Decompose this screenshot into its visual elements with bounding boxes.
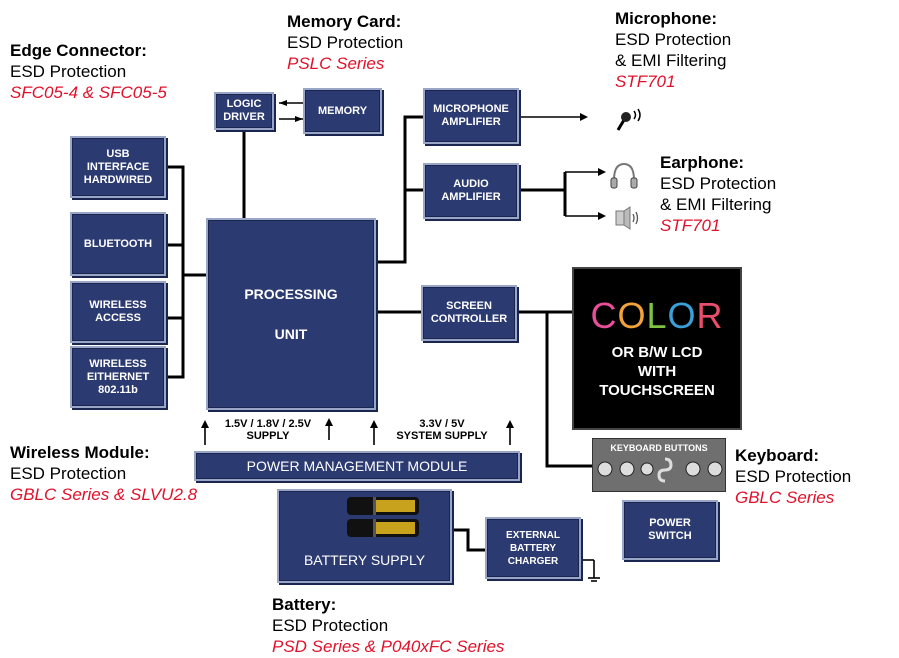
wireless-module-series: GBLC Series & SLVU2.8 — [10, 485, 198, 504]
wireless-module-annotation: Wireless Module: ESD Protection GBLC Ser… — [10, 442, 197, 505]
keyboard-panel: KEYBOARD BUTTONS — [592, 438, 726, 492]
system-supply-label: 3.3V / 5V SYSTEM SUPPLY — [378, 418, 506, 442]
color-letter-1: O — [617, 295, 647, 336]
processing-label: PROCESSING — [244, 286, 338, 302]
external-charger-block: EXTERNAL BATTERY CHARGER — [485, 517, 581, 579]
microphone-annotation: Microphone: ESD Protection & EMI Filteri… — [615, 8, 731, 92]
lcd-line-1: OR B/W LCD — [611, 344, 703, 361]
memory-card-protection: ESD Protection — [287, 33, 404, 52]
color-letter-2: L — [646, 295, 668, 336]
wireless-ethernet-block: WIRELESS EITHERNET 802.11b — [70, 346, 166, 408]
color-letter-4: R — [696, 295, 724, 336]
memory-block: MEMORY — [303, 88, 382, 134]
logic-driver-block: LOGIC DRIVER — [214, 92, 274, 130]
lcd-display: COLOR OR B/W LCD WITH TOUCHSCREEN — [572, 267, 742, 430]
microphone-amplifier-block: MICROPHONE AMPLIFIER — [423, 88, 519, 144]
wireless-access-block: WIRELESS ACCESS — [70, 281, 166, 343]
usb-interface-label: USB INTERFACE HARDWIRED — [83, 147, 153, 186]
earphone-filtering: & EMI Filtering — [660, 195, 772, 214]
bluetooth-block: BLUETOOTH — [70, 212, 166, 276]
keyboard-title: Keyboard: — [735, 446, 820, 465]
edge-connector-protection: ESD Protection — [10, 62, 127, 81]
battery-title: Battery: — [272, 595, 337, 614]
earphone-series: STF701 — [660, 216, 721, 235]
audio-amplifier-label: AUDIO AMPLIFIER — [441, 178, 501, 203]
memory-card-series: PSLC Series — [287, 54, 385, 73]
microphone-title: Microphone: — [615, 9, 717, 28]
color-letter-3: O — [667, 295, 697, 336]
earphone-annotation: Earphone: ESD Protection & EMI Filtering… — [660, 152, 776, 236]
earphone-title: Earphone: — [660, 153, 745, 172]
screen-controller-block: SCREEN CONTROLLER — [421, 285, 517, 341]
memory-label: MEMORY — [317, 104, 368, 117]
memory-card-title: Memory Card: — [287, 12, 402, 31]
battery-protection: ESD Protection — [272, 616, 389, 635]
low-voltage-values: 1.5V / 1.8V / 2.5V — [224, 418, 312, 430]
audio-amplifier-block: AUDIO AMPLIFIER — [423, 163, 519, 219]
headphones-icon — [610, 162, 638, 189]
microphone-series: STF701 — [615, 72, 676, 91]
keyboard-buttons-label: KEYBOARD BUTTONS — [610, 443, 708, 453]
power-switch-label: POWER SWITCH — [648, 517, 692, 542]
memory-card-annotation: Memory Card: ESD Protection PSLC Series — [287, 11, 403, 74]
keyboard-protection: ESD Protection — [735, 467, 852, 486]
wireless-ethernet-label: WIRELESS EITHERNET 802.11b — [86, 357, 150, 396]
bluetooth-label: BLUETOOTH — [83, 237, 153, 250]
keyboard-series: GBLC Series — [735, 488, 835, 507]
microphone-filtering: & EMI Filtering — [615, 51, 727, 70]
unit-label: UNIT — [274, 326, 308, 342]
keyboard-annotation: Keyboard: ESD Protection GBLC Series — [735, 445, 851, 508]
wireless-module-protection: ESD Protection — [10, 464, 127, 483]
microphone-amplifier-label: MICROPHONE AMPLIFIER — [433, 103, 509, 128]
low-voltage-supply-label: 1.5V / 1.8V / 2.5V SUPPLY — [212, 418, 324, 442]
power-management-label: POWER MANAGEMENT MODULE — [246, 457, 468, 474]
edge-connector-series: SFC05-4 & SFC05-5 — [10, 83, 167, 102]
external-charger-label: EXTERNAL BATTERY CHARGER — [506, 529, 560, 567]
usb-interface-block: USB INTERFACE HARDWIRED — [70, 136, 166, 198]
battery-series: PSD Series & P040xFC Series — [272, 637, 505, 656]
edge-connector-annotation: Edge Connector: ESD Protection SFC05-4 &… — [10, 40, 167, 103]
battery-supply-label: BATTERY SUPPLY — [303, 552, 426, 568]
processing-unit-block: PROCESSING UNIT — [206, 218, 376, 410]
color-letter-0: C — [590, 295, 618, 336]
edge-connector-title: Edge Connector: — [10, 41, 147, 60]
lcd-line-3: TOUCHSCREEN — [599, 382, 715, 399]
power-management-block: POWER MANAGEMENT MODULE — [194, 451, 520, 481]
microphone-protection: ESD Protection — [615, 30, 732, 49]
system-supply-text: SYSTEM SUPPLY — [396, 430, 488, 442]
wireless-module-title: Wireless Module: — [10, 443, 150, 462]
keyboard-buttons-icon — [597, 457, 723, 483]
microphone-icon — [616, 108, 641, 131]
speaker-icon — [615, 206, 639, 230]
lcd-line-2: WITH — [637, 363, 677, 380]
earphone-protection: ESD Protection — [660, 174, 777, 193]
color-wordmark: COLOR — [574, 295, 740, 337]
system-supply-values: 3.3V / 5V — [419, 418, 465, 430]
logic-driver-label: LOGIC DRIVER — [223, 98, 265, 123]
power-switch-block[interactable]: POWER SWITCH — [622, 500, 718, 560]
wireless-access-label: WIRELESS ACCESS — [89, 299, 147, 324]
battery-annotation: Battery: ESD Protection PSD Series & P04… — [272, 594, 504, 657]
screen-controller-label: SCREEN CONTROLLER — [430, 300, 508, 325]
batteries-icon — [347, 497, 419, 537]
low-voltage-supply-text: SUPPLY — [246, 430, 290, 442]
